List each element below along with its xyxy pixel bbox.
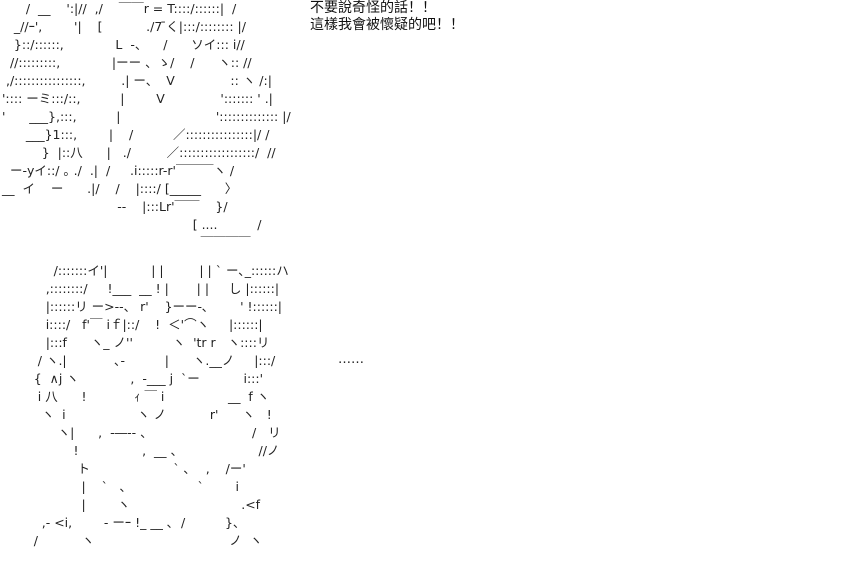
ellipsis-text: …… — [338, 352, 364, 367]
ascii-art-line: / ヽ.| ､- | ヽ.__ノ |:::/ — [2, 353, 276, 368]
ascii-art-line: ___}1:::, | / ／::::::::::::::::|/ / — [2, 127, 270, 142]
ascii-art-line: / __ ':|// ,/ ￣￣r = T::::/::::::| / — [2, 1, 237, 16]
ascii-art-line: ト ` ､ , /ー' — [2, 461, 246, 476]
ascii-art-line: |:::f ヽ_ ノ'' ヽ 'tr r ヽ::::リ — [2, 335, 270, 350]
ascii-art-line: -- |:::Lr'￣￣ }/ — [2, 199, 228, 214]
ascii-art-line: ,- <i, ‐ ーｰ !_ __ ､ / }、 — [2, 515, 246, 530]
ascii-art-line: ヽ| , ‐―-- 、 / リ — [2, 425, 281, 440]
ascii-art-line: //:::::::::, |ーー 、ゝ/ / ヽ:: // — [2, 55, 252, 70]
ascii-art-line: | ` ､ ` i — [2, 479, 240, 494]
ascii-art-top-figure: / __ ':|// ,/ ￣￣r = T::::/::::::| / _//ｰ… — [2, 0, 291, 252]
ascii-art-line: ,::::::::/ !___ __ ! | | | し |::::::| — [2, 281, 280, 296]
ascii-art-line: _//ｰ', '| [ ./7 ̄く|:::/:::::::: |/ — [2, 19, 246, 34]
ascii-art-line: } |::八 | ./ ／::::::::::::::::::/ // — [2, 145, 276, 160]
ascii-art-bottom-figure: /:::::::イ'| | | | | ` ー､_::::::ハ ,::::::… — [2, 262, 289, 550]
ascii-art-line: | ヽ .<f — [2, 497, 261, 512]
ascii-art-line: i 八 ! ｨ ￣ i __ f ヽ — [2, 389, 270, 404]
ascii-art-line: ￣￣￣￣ — [2, 235, 251, 250]
ascii-art-line: ':::: ーミ:::/::, | V '::::::: ' .| — [2, 91, 273, 106]
ascii-art-line: ! , __ 、 //ノ — [2, 443, 280, 458]
ascii-art-line: /:::::::イ'| | | | | ` ー､_::::::ハ — [2, 263, 289, 278]
speech-line-1: 不要說奇怪的話！！ — [310, 0, 436, 16]
ascii-art-line: { ∧j ヽ , -___ j `ー i:::' — [2, 371, 264, 386]
ascii-art-line: ー-yイ::/ ｡ ./ .| / .i:::::r-r'￣￣￣ヽ / — [2, 163, 235, 178]
ascii-art-line: }::/::::::, L -、 / ソイ::: i// — [2, 37, 245, 52]
ascii-art-line: i::::/ f'￣ iｆ|::/ ! ＜'⌒ヽ |::::::| — [2, 317, 263, 332]
ascii-art-line: ヽ i ヽ ノ r' ヽ ! — [2, 407, 272, 422]
ascii-art-line: / ヽ ノ ヽ — [2, 533, 263, 548]
ascii-art-line: __ イ ー .|/ / |::::/ [_____ 〉 — [2, 181, 238, 196]
speech-text: 不要說奇怪的話！！ 這樣我會被懷疑的吧！！ — [310, 0, 464, 34]
ascii-art-line: [ .... / — [2, 217, 262, 232]
ascii-art-line: |::::::リ ー>‐-、 r' }ーー-､ ' !::::::| — [2, 299, 282, 314]
ascii-art-line: ' ___},:::, | ':::::::::::::: |/ — [2, 109, 291, 124]
speech-line-2: 這樣我會被懷疑的吧！！ — [310, 17, 464, 33]
ascii-art-line: ,/::::::::::::::::, .| ー、 V :: ヽ /:| — [2, 73, 272, 88]
